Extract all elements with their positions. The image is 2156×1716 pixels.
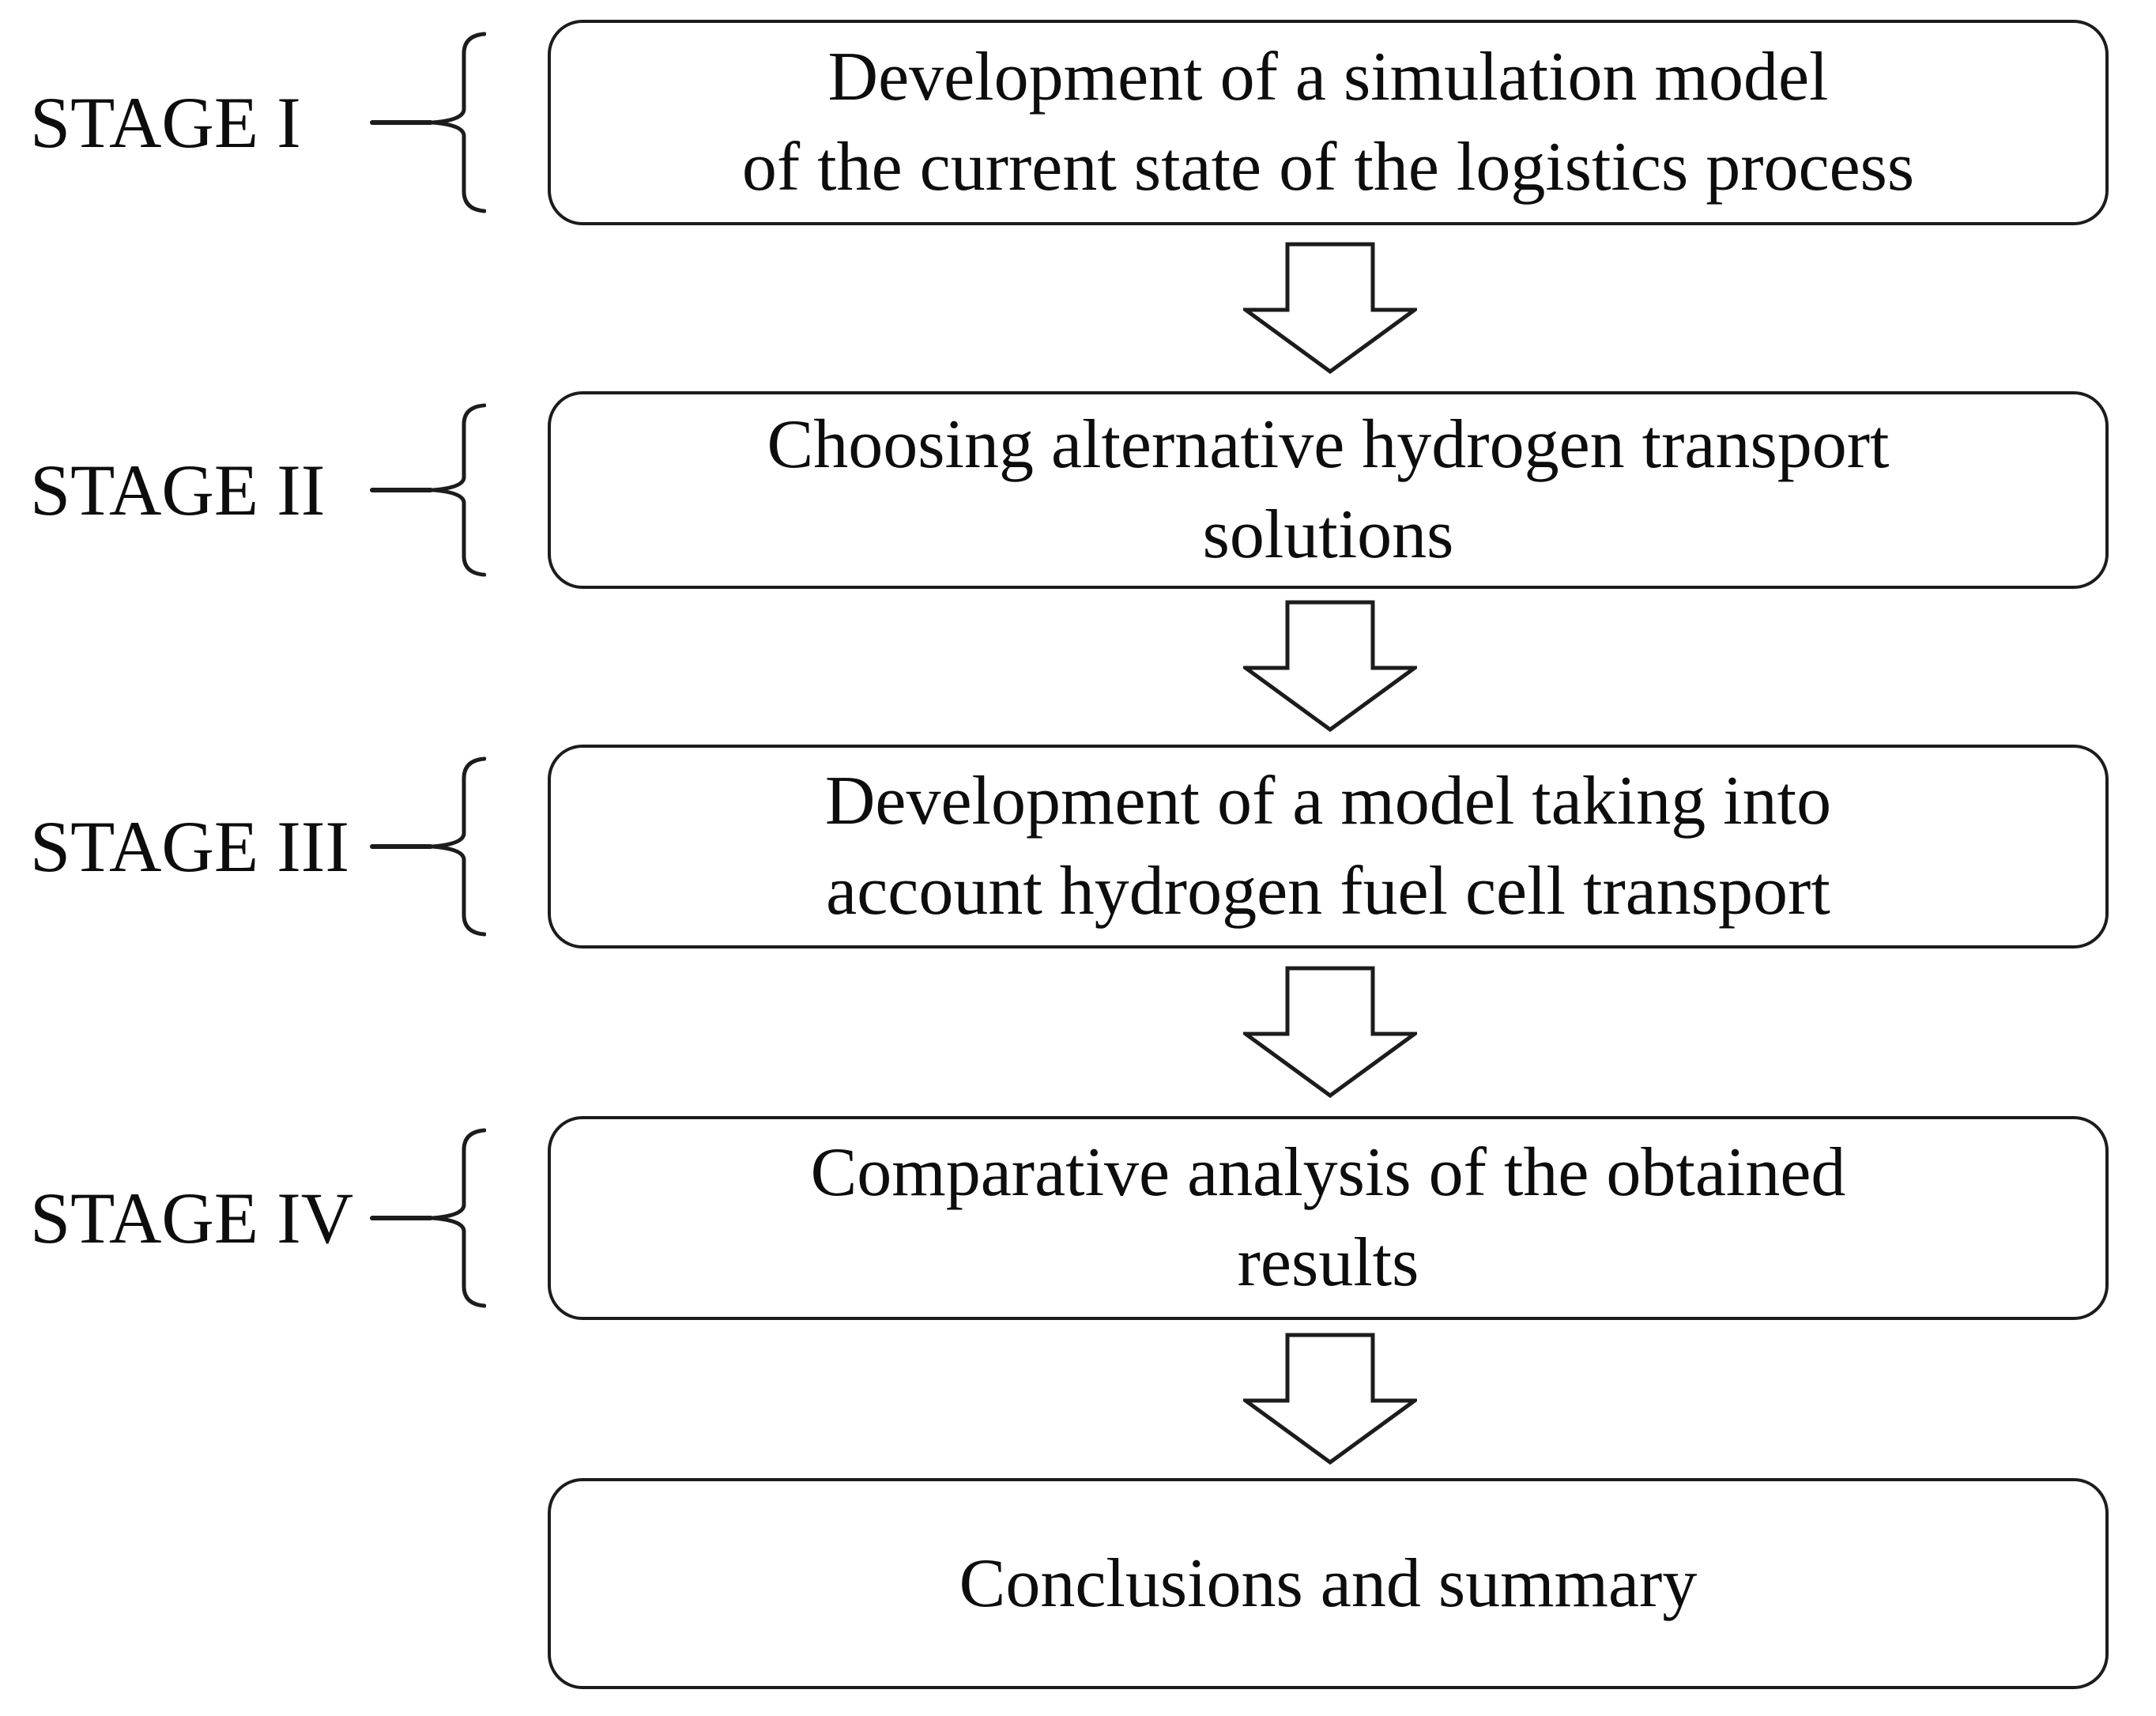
- box-text-line: Development of a model taking into: [824, 763, 1832, 839]
- stage-box-2: Choosing alternative hydrogen transport …: [548, 391, 2109, 589]
- curly-brace-icon-2: [432, 403, 486, 577]
- stage-label-2: STAGE II: [30, 450, 326, 530]
- stage-label-3: STAGE III: [30, 806, 349, 887]
- label-connector-line-1: [370, 120, 433, 125]
- box-text-line: account hydrogen fuel cell transport: [826, 853, 1830, 930]
- box-text-line: results: [1237, 1224, 1419, 1301]
- stage-label-4: STAGE IV: [30, 1178, 354, 1258]
- down-arrow-icon: [1243, 1333, 1417, 1465]
- stage-label-1: STAGE I: [30, 82, 301, 163]
- box-text-line: Development of a simulation model: [827, 39, 1829, 115]
- stage-box-1: Development of a simulation model of the…: [548, 20, 2109, 225]
- curly-brace-icon-4: [432, 1128, 486, 1308]
- stage-box-3: Development of a model taking into accou…: [548, 745, 2109, 949]
- label-connector-line-2: [370, 488, 433, 492]
- stage-box-4: Comparative analysis of the obtained res…: [548, 1116, 2109, 1320]
- box-text-line: Conclusions and summary: [959, 1544, 1698, 1622]
- label-connector-line-3: [370, 844, 433, 849]
- label-connector-line-4: [370, 1216, 433, 1220]
- box-text-line: solutions: [1202, 496, 1454, 573]
- down-arrow-icon: [1243, 242, 1417, 375]
- conclusions-box: Conclusions and summary: [548, 1478, 2109, 1689]
- box-text-line: Choosing alternative hydrogen transport: [767, 406, 1890, 483]
- down-arrow-icon: [1243, 600, 1417, 733]
- down-arrow-icon: [1243, 966, 1417, 1099]
- curly-brace-icon-3: [432, 756, 486, 937]
- curly-brace-icon-1: [432, 32, 486, 213]
- box-text-line: Comparative analysis of the obtained: [810, 1134, 1846, 1211]
- box-text-line: of the current state of the logistics pr…: [741, 129, 1915, 206]
